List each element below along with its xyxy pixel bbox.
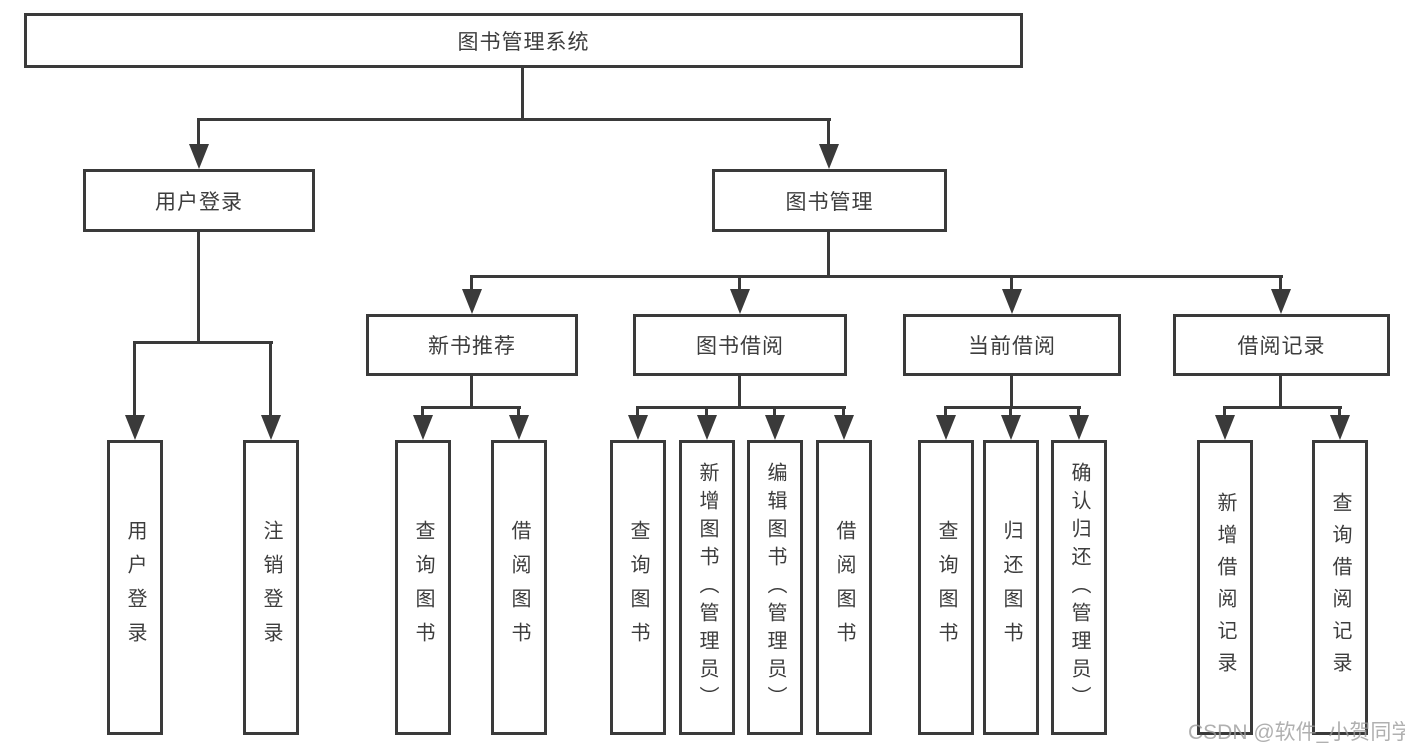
leaf-logout: 注销登录 [243, 440, 299, 735]
connector-drop [1279, 275, 1282, 291]
connector-bar [470, 275, 1283, 278]
connector-bar [636, 406, 846, 409]
arrowhead-down-icon [834, 415, 854, 440]
connector-stem [827, 232, 830, 275]
connector-drop [1077, 406, 1080, 418]
connector-drop [421, 406, 424, 418]
leaf-label: 查询借阅记录 [1329, 491, 1351, 684]
arrowhead-down-icon [765, 415, 785, 440]
node-book-borrow: 图书借阅 [633, 314, 847, 376]
leaf-query-books-current: 查询图书 [918, 440, 974, 735]
arrowhead-down-icon [1001, 415, 1021, 440]
arrowhead-down-icon [1330, 415, 1350, 440]
leaf-label: 借阅图书 [508, 519, 530, 656]
leaf-borrow-books: 借阅图书 [816, 440, 872, 735]
arrowhead-down-icon [1002, 289, 1022, 314]
leaf-label: 借阅图书 [833, 519, 855, 656]
connector-drop [738, 275, 741, 291]
leaf-label: 新增图书（管理员） [696, 461, 718, 714]
connector-drop [944, 406, 947, 418]
arrowhead-down-icon [697, 415, 717, 440]
csdn-watermark: CSDN @软件_小贺同学 [1188, 721, 1405, 744]
arrowhead-down-icon [1069, 415, 1089, 440]
leaf-label: 新增借阅记录 [1214, 491, 1236, 684]
node-book-management: 图书管理 [712, 169, 947, 232]
connector-drop [1009, 406, 1012, 418]
connector-stem [470, 376, 473, 406]
connector-drop [470, 275, 473, 291]
arrowhead-down-icon [462, 289, 482, 314]
leaf-query-borrow-record: 查询借阅记录 [1312, 440, 1368, 735]
leaf-label: 用户登录 [124, 519, 146, 656]
arrowhead-down-icon [819, 144, 839, 169]
connector-bar [944, 406, 1081, 409]
connector-drop [842, 406, 845, 418]
connector-stem [197, 232, 200, 341]
connector-drop [705, 406, 708, 418]
arrowhead-down-icon [509, 415, 529, 440]
leaf-query-books-newbook: 查询图书 [395, 440, 451, 735]
connector-drop [636, 406, 639, 418]
connector-drop [269, 341, 272, 418]
leaf-confirm-return-admin: 确认归还（管理员） [1051, 440, 1107, 735]
arrowhead-down-icon [1271, 289, 1291, 314]
leaf-return-books: 归还图书 [983, 440, 1039, 735]
leaf-add-books-admin: 新增图书（管理员） [679, 440, 735, 735]
arrowhead-down-icon [189, 144, 209, 169]
arrowhead-down-icon [261, 415, 281, 440]
node-root-library-system: 图书管理系统 [24, 13, 1023, 68]
connector-drop [1010, 275, 1013, 291]
connector-drop [197, 118, 200, 148]
connector-stem [1010, 376, 1013, 406]
leaf-add-borrow-record: 新增借阅记录 [1197, 440, 1253, 735]
leaf-edit-books-admin: 编辑图书（管理员） [747, 440, 803, 735]
node-borrow-records: 借阅记录 [1173, 314, 1390, 376]
arrowhead-down-icon [628, 415, 648, 440]
leaf-label: 查询图书 [935, 519, 957, 656]
connector-drop [133, 341, 136, 418]
arrowhead-down-icon [936, 415, 956, 440]
connector-drop [517, 406, 520, 418]
connector-root-bar [197, 118, 831, 121]
connector-drop [1338, 406, 1341, 418]
leaf-label: 查询图书 [412, 519, 434, 656]
leaf-borrow-books-newbook: 借阅图书 [491, 440, 547, 735]
node-current-borrow: 当前借阅 [903, 314, 1121, 376]
leaf-label: 归还图书 [1000, 519, 1022, 656]
connector-bar [421, 406, 521, 409]
arrowhead-down-icon [730, 289, 750, 314]
leaf-label: 编辑图书（管理员） [764, 461, 786, 714]
leaf-label: 确认归还（管理员） [1068, 461, 1090, 714]
leaf-query-books-borrow: 查询图书 [610, 440, 666, 735]
connector-bar [133, 341, 273, 344]
node-user-login: 用户登录 [83, 169, 315, 232]
leaf-user-login: 用户登录 [107, 440, 163, 735]
connector-stem [1279, 376, 1282, 406]
node-new-book-recommend: 新书推荐 [366, 314, 578, 376]
arrowhead-down-icon [125, 415, 145, 440]
connector-bar [1223, 406, 1342, 409]
connector-drop [827, 118, 830, 148]
connector-drop [1223, 406, 1226, 418]
connector-drop [773, 406, 776, 418]
connector-root-stem [521, 68, 524, 118]
leaf-label: 注销登录 [260, 519, 282, 656]
arrowhead-down-icon [1215, 415, 1235, 440]
connector-stem [738, 376, 741, 406]
leaf-label: 查询图书 [627, 519, 649, 656]
arrowhead-down-icon [413, 415, 433, 440]
